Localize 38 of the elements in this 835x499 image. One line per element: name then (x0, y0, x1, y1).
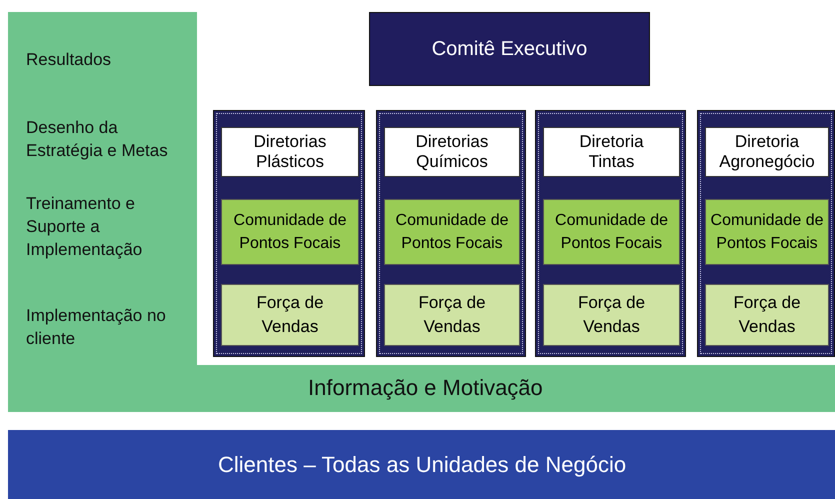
community-box (221, 199, 359, 265)
level-label: Resultados (26, 49, 112, 71)
clients-bar (8, 430, 835, 499)
division-column (697, 110, 835, 357)
sales-box (543, 284, 680, 346)
community-box (384, 199, 520, 265)
directorate-box (221, 127, 359, 177)
box-label: Diretoria Tintas (578, 132, 645, 172)
directorate-box (705, 127, 829, 177)
box-label: Diretorias Químicos (414, 132, 490, 172)
box-label: Comitê Executivo (432, 38, 588, 60)
box-label: Força de Vendas (417, 292, 487, 338)
box-label: Comunidade de Pontos Focais (232, 211, 348, 254)
band-label: Informação e Motivação (308, 376, 543, 399)
level-label: Implementação no cliente (26, 305, 166, 350)
box-label: Diretoria Agronegócio (718, 132, 816, 172)
box-label: Comunidade de Pontos Focais (394, 211, 510, 254)
division-column (535, 110, 686, 357)
community-box (705, 199, 829, 265)
community-box (543, 199, 680, 265)
box-label: Força de Vendas (576, 292, 646, 338)
box-label: Clientes – Todas as Unidades de Negócio (218, 452, 626, 478)
level-label: Desenho da Estratégia e Metas (26, 117, 169, 162)
sales-box (221, 284, 359, 346)
division-column (213, 110, 365, 357)
box-label: Diretorias Plásticos (252, 132, 328, 172)
box-label: Força de Vendas (255, 292, 325, 338)
executive-box (369, 12, 650, 86)
side-band (8, 12, 835, 412)
level-label: Treinamento e Suporte a Implementação (26, 193, 144, 261)
box-label: Força de Vendas (732, 292, 802, 338)
box-label: Comunidade de Pontos Focais (554, 211, 669, 254)
sales-box (705, 284, 829, 346)
division-column (376, 110, 526, 357)
directorate-box (543, 127, 680, 177)
sales-box (384, 284, 520, 346)
box-label: Comunidade de Pontos Focais (710, 211, 824, 254)
directorate-box (384, 127, 520, 177)
